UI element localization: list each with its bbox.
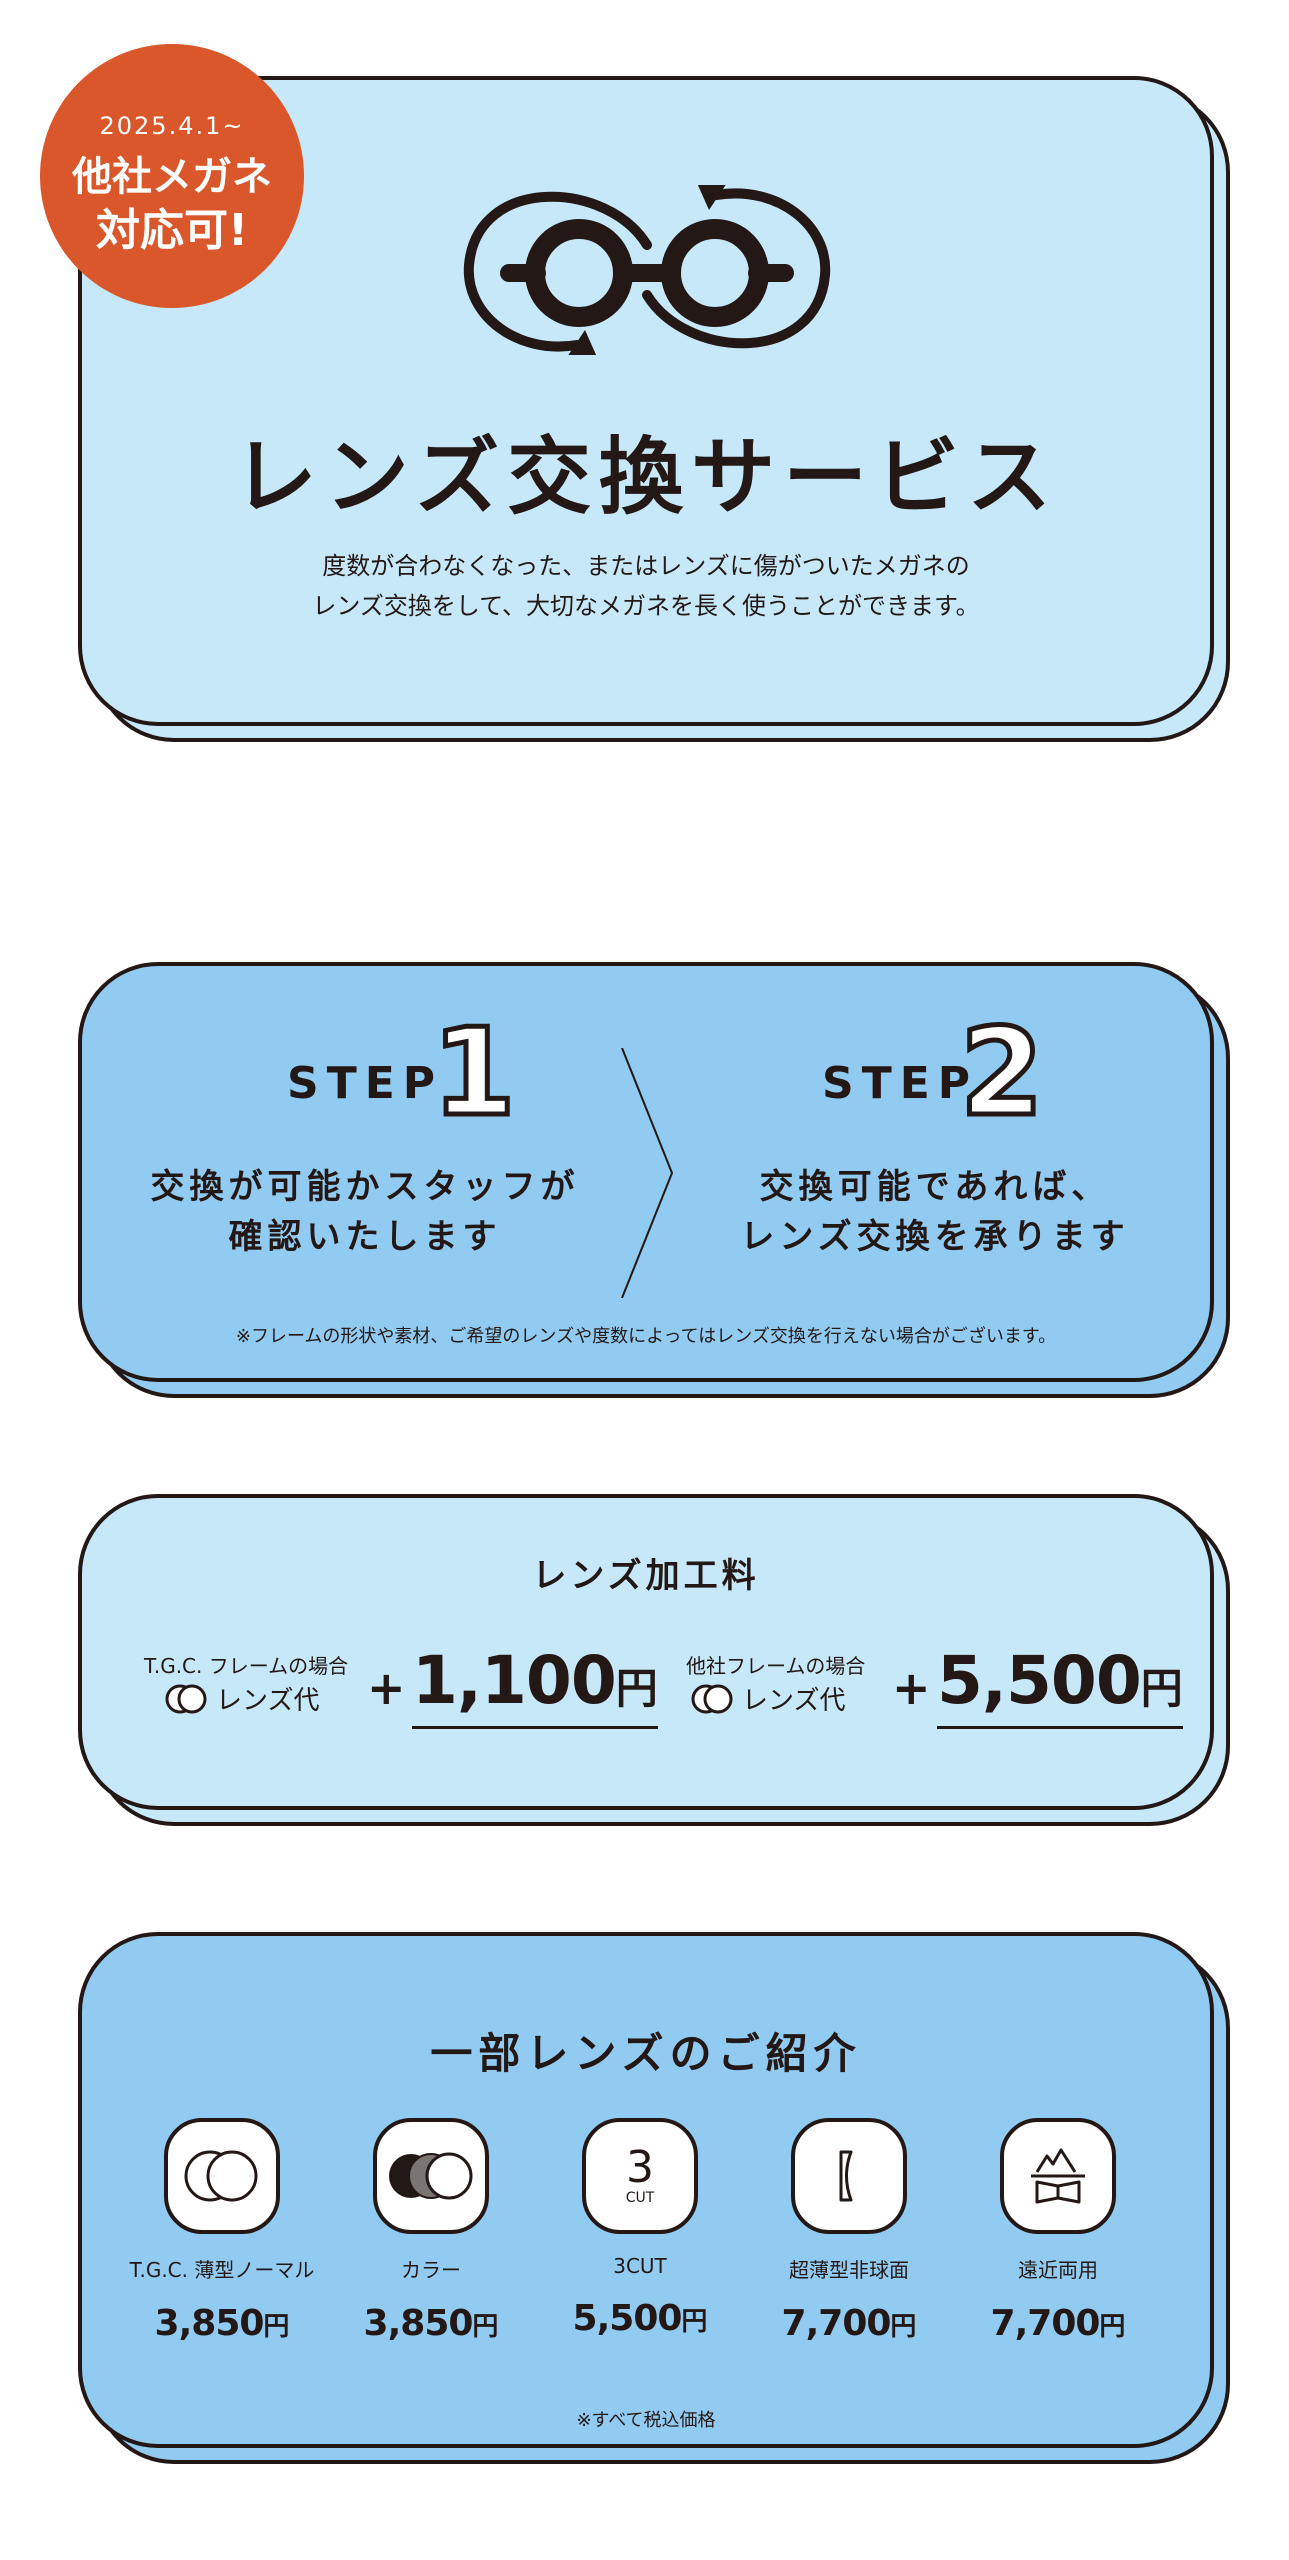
badge-date: 2025.4.1~ xyxy=(99,112,245,140)
double-circle-lens-icon xyxy=(184,2150,258,2202)
steps-card: STEP 1 交換が可能かスタッフが 確認いたします STEP 2 交換可能であ… xyxy=(78,962,1230,1398)
lens-price: 3,850円 xyxy=(154,2303,290,2344)
lens-name: カラー xyxy=(401,2258,461,2282)
lens-item-ultra-thin: 超薄型非球面 7,700円 xyxy=(744,2118,954,2344)
color-lens-icon xyxy=(389,2152,473,2200)
3cut-icon: 3 CUT xyxy=(582,2118,698,2234)
thin-lens-icon xyxy=(839,2150,853,2202)
step-1-label: STEP xyxy=(287,1058,444,1109)
lens-item-progressive: 遠近両用 7,700円 xyxy=(953,2118,1163,2344)
lens-intro-card: 一部レンズのご紹介 T.G.C. 薄型ノーマル 3,850円 xyxy=(78,1932,1230,2464)
lens-price: 7,700円 xyxy=(990,2303,1126,2344)
lens-name: 遠近両用 xyxy=(1018,2258,1098,2282)
lens-item-color: カラー 3,850円 xyxy=(326,2118,536,2344)
lens-item-3cut: 3 CUT 3CUT 5,500円 xyxy=(535,2118,745,2339)
step-2-number: 2 xyxy=(958,1004,1046,1143)
lens-item-tgc-normal: T.G.C. 薄型ノーマル 3,850円 xyxy=(117,2118,327,2344)
lens-price: 7,700円 xyxy=(781,2303,917,2344)
processing-fee-card: レンズ加工料 T.G.C. フレームの場合 レンズ代 + 1,100円 他社フレ… xyxy=(78,1494,1230,1826)
steps-note: ※フレームの形状や素材、ご希望のレンズや度数によってはレンズ交換を行えない場合が… xyxy=(235,1326,1057,1347)
hero-card: レンズ交換サービス 度数が合わなくなった、またはレンズに傷がついたメガネの レン… xyxy=(78,76,1230,742)
glasses-exchange-icon xyxy=(463,185,831,355)
price-amount-tgc: 1,100円 xyxy=(412,1648,658,1729)
badge-line-2: 対応可! xyxy=(95,205,249,256)
lens-name: T.G.C. 薄型ノーマル xyxy=(129,2258,315,2282)
step-2-text: 交換可能であれば、 レンズ交換を承ります xyxy=(740,1167,1130,1257)
price-lens-tgc: レンズ代 xyxy=(164,1680,319,1717)
price-amount-other: 5,500円 xyxy=(937,1648,1183,1729)
step-2-label: STEP xyxy=(822,1058,979,1109)
step-1-text: 交換が可能かスタッフが 確認いたします xyxy=(150,1167,580,1257)
lens-price: 5,500円 xyxy=(572,2298,708,2339)
lens-name: 3CUT xyxy=(613,2254,667,2278)
step-1-number: 1 xyxy=(430,1004,518,1143)
chevron-right-icon xyxy=(621,1048,674,1298)
price-caption-other: 他社フレームの場合 xyxy=(686,1654,866,1678)
hero-desc-line-1: 度数が合わなくなった、またはレンズに傷がついたメガネの xyxy=(322,552,970,580)
lens-intro-note: ※すべて税込価格 xyxy=(576,2410,716,2431)
double-circle-lens-icon xyxy=(165,1684,207,1713)
hero-title: レンズ交換サービス xyxy=(232,428,1060,526)
hero-desc-line-2: レンズ交換をして、大切なメガネを長く使うことができます。 xyxy=(312,592,980,620)
price-plus-tgc: + xyxy=(367,1661,406,1715)
mountain-book-icon xyxy=(1031,2148,1085,2204)
lens-intro-title: 一部レンズのご紹介 xyxy=(430,2029,862,2078)
double-circle-lens-icon xyxy=(691,1684,733,1713)
badge-line-1: 他社メガネ xyxy=(72,154,272,200)
availability-badge: 2025.4.1~ 他社メガネ 対応可! xyxy=(40,44,304,308)
price-plus-other: + xyxy=(892,1661,931,1715)
lens-price: 3,850円 xyxy=(363,2303,499,2344)
price-caption-tgc: T.G.C. フレームの場合 xyxy=(144,1654,349,1678)
lens-name: 超薄型非球面 xyxy=(789,2258,909,2282)
processing-title: レンズ加工料 xyxy=(532,1556,760,1596)
price-lens-other: レンズ代 xyxy=(690,1680,845,1717)
